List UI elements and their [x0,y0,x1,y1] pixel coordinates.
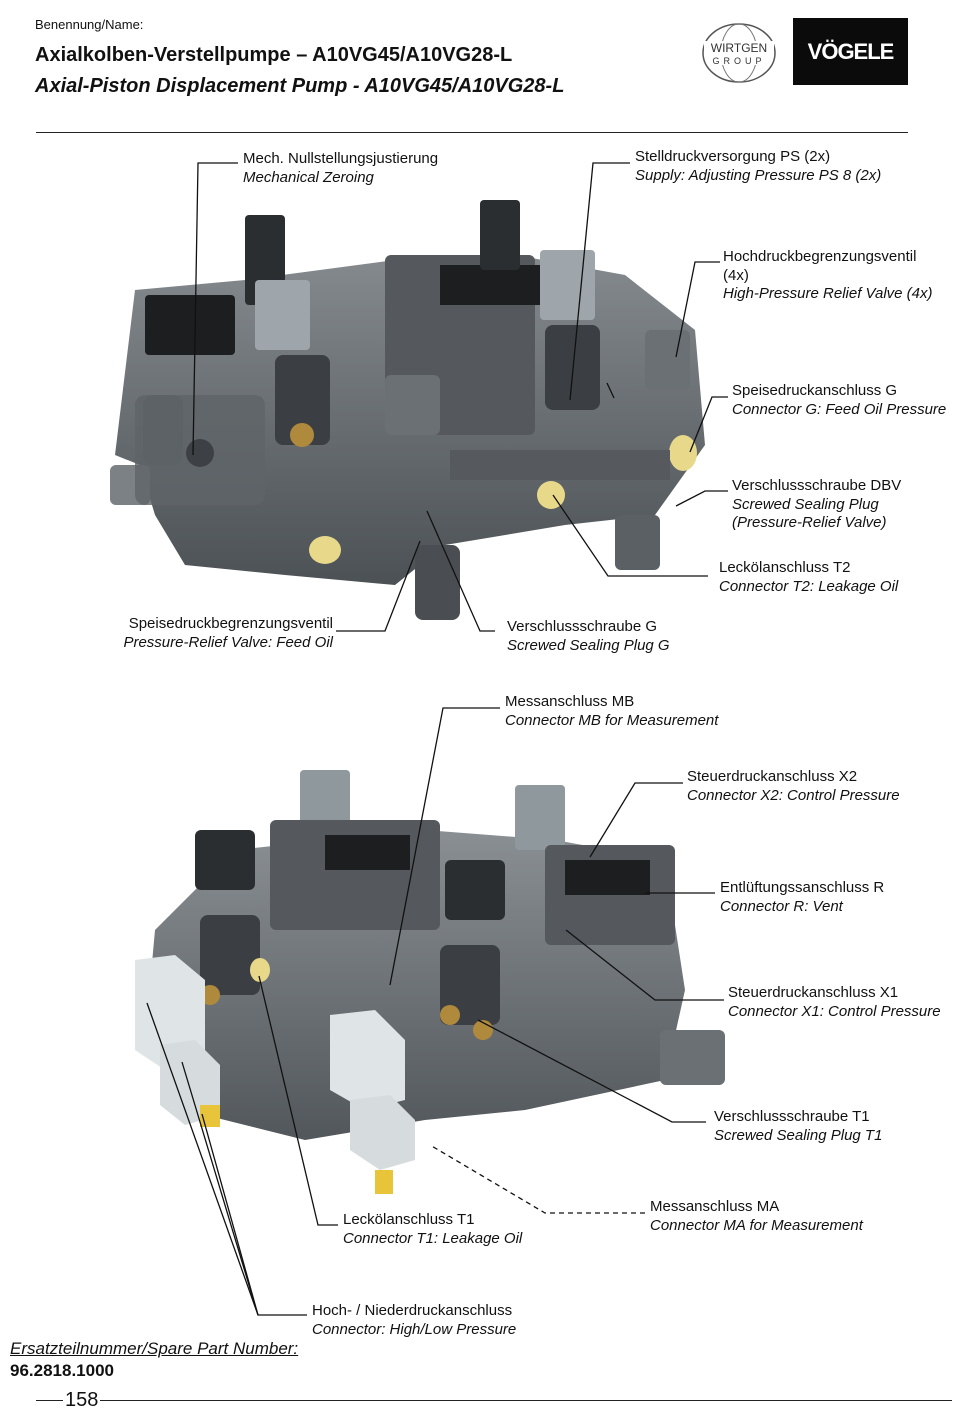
callout-sealing-plug-dbv: Verschlussschraube DBV Screwed Sealing P… [732,477,902,531]
page-number: 158 [63,1389,101,1412]
title-german: Axialkolben-Verstellpumpe – A10VG45/A10V… [35,44,513,66]
callout-hp-relief-valve: Hochdruckbegrenzungsventil (4x) High-Pre… [723,248,933,302]
spare-part-label: Ersatzteilnummer/Spare Part Number: [10,1339,299,1358]
callout-connector-r: Entlüftungssanschluss R Connector R: Ven… [720,879,885,915]
callout-connector-x1: Steuerdruckanschluss X1 Connector X1: Co… [728,984,941,1020]
footer-divider [36,1400,952,1401]
name-label: Benennung/Name: [35,17,144,32]
callout-connector-t2: Leckölanschluss T2 Connector T2: Leakage… [719,559,899,595]
callout-supply-ps: Stelldruckversorgung PS (2x) Supply: Adj… [635,148,882,184]
wirtgen-group-logo: WIRTGEN GROUP [702,23,776,83]
svg-text:WIRTGEN: WIRTGEN [711,41,767,55]
voegele-logo: VÖGELE [793,18,908,85]
callout-connector-x2: Steuerdruckanschluss X2 Connector X2: Co… [687,768,900,804]
callout-connector-ma: Messanschluss MA Connector MA for Measur… [650,1198,863,1234]
callout-connector-t1: Leckölanschluss T1 Connector T1: Leakage… [343,1211,523,1247]
callout-high-low-pressure: Hoch- / Niederdruckanschluss Connector: … [312,1302,517,1338]
callout-mech-zeroing: Mech. Nullstellungsjustierung Mechanical… [243,150,439,186]
callout-sealing-plug-g: Verschlussschraube G Screwed Sealing Plu… [507,618,670,654]
callout-connector-mb: Messanschluss MB Connector MB for Measur… [505,693,719,729]
spare-part-number: 96.2818.1000 [10,1361,114,1380]
callout-sealing-plug-t1: Verschlussschraube T1 Screwed Sealing Pl… [714,1108,883,1144]
callout-connector-g: Speisedruckanschluss G Connector G: Feed… [732,382,947,418]
header-divider [36,132,908,133]
title-english: Axial-Piston Displacement Pump - A10VG45… [35,75,565,97]
svg-text:GROUP: GROUP [712,56,765,66]
callout-feed-relief-valve: Speisedruckbegrenzungsventil Pressure-Re… [123,615,333,651]
